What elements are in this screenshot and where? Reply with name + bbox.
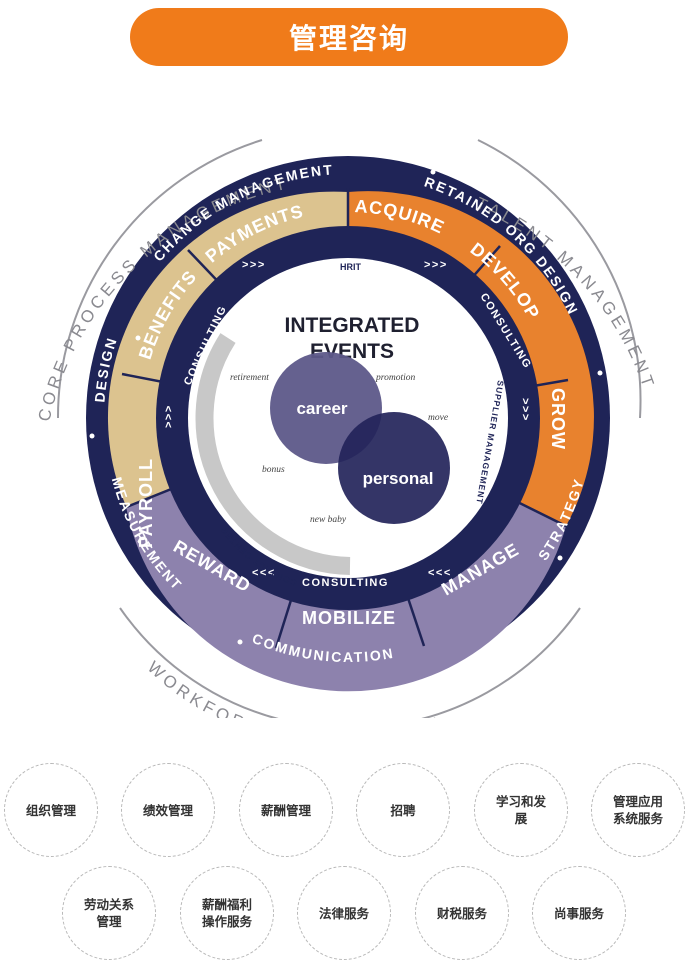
service-payroll-benefits-ops: 薪酬福利操作服务 (180, 866, 274, 960)
event-bonus: bonus (262, 465, 285, 475)
ring-dots (89, 169, 603, 645)
segment-payroll-label: PAYROLL (136, 458, 156, 548)
personal-circle (338, 412, 450, 524)
service-org-management: 组织管理 (4, 763, 98, 857)
arrows-top-right: >>> (424, 259, 448, 271)
arrows-top-left: >>> (242, 259, 266, 271)
service-recruitment: 招聘 (356, 763, 450, 857)
segment-grow-label: GROW (548, 388, 568, 450)
service-compensation-management: 薪酬管理 (239, 763, 333, 857)
service-finance-tax: 财税服务 (415, 866, 509, 960)
service-labor-relations: 劳动关系管理 (62, 866, 156, 960)
page-title: 管理咨询 (288, 22, 409, 55)
service-performance-management: 绩效管理 (121, 763, 215, 857)
service-learning-development: 学习和发展 (474, 763, 568, 857)
integrated-title: INTEGRATED (285, 314, 420, 337)
segment-mobilize-label: MOBILIZE (302, 608, 396, 628)
outer-arc-lines (56, 139, 642, 718)
consulting-label-bottom: CONSULTING (302, 577, 389, 589)
arrows-bottom-left: <<< (252, 567, 276, 579)
service-shangshi: 尚事服务 (532, 866, 626, 960)
service-legal: 法律服务 (297, 866, 391, 960)
arrows-right: >>> (519, 398, 531, 422)
title-banner: 管理咨询 (130, 8, 568, 66)
event-promotion: promotion (375, 373, 415, 383)
personal-label: personal (363, 469, 434, 488)
career-label: career (296, 399, 347, 418)
event-new-baby: new baby (310, 515, 347, 525)
arrows-left: >>> (163, 404, 175, 428)
event-retirement: retirement (230, 373, 269, 383)
service-wheel-diagram: CORE PROCESS MANAGEMENT TALENT MANAGEMEN… (35, 139, 655, 718)
event-move: move (428, 413, 448, 423)
service-management-systems: 管理应用系统服务 (591, 763, 685, 857)
arrows-bottom-right: <<< (428, 567, 452, 579)
contact-center-arc (195, 333, 351, 575)
hrit-label: HRIT (340, 262, 361, 272)
